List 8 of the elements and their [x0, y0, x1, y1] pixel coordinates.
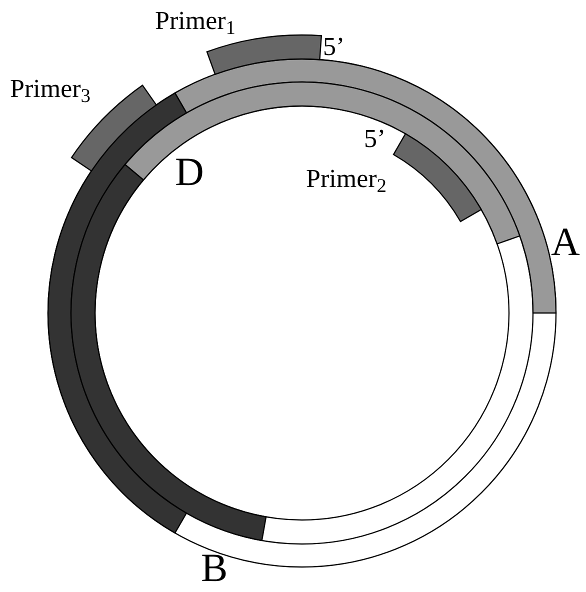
end-label: 5’	[323, 34, 345, 60]
region-label: B	[201, 548, 228, 588]
region-label: A	[551, 222, 580, 262]
primer-label: Primer$_{3}$	[10, 76, 91, 102]
end-label: 5’	[364, 126, 386, 152]
primer-label: Primer$_{2}$	[306, 166, 387, 192]
region-label: D	[175, 152, 204, 192]
primer-label: Primer$_{1}$	[155, 8, 236, 34]
